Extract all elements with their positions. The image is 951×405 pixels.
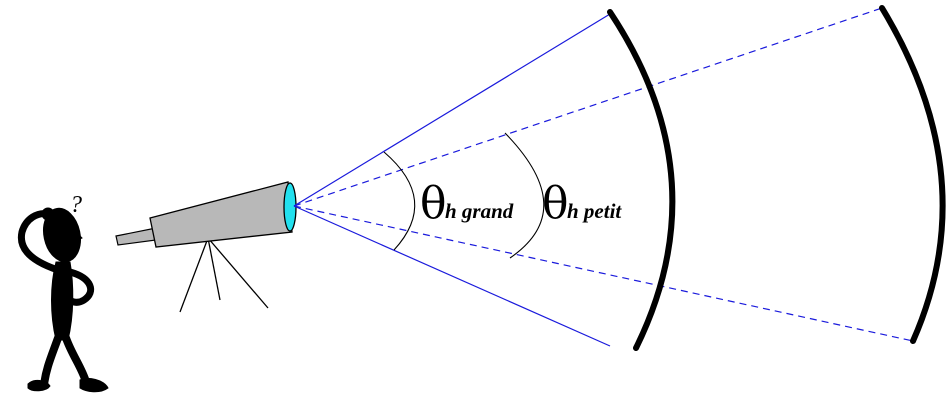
person-arm-raised [17, 210, 62, 274]
telescope-lens [283, 182, 297, 232]
telescope-icon [115, 181, 297, 313]
question-mark: ? [70, 192, 82, 218]
person-leg-left [40, 334, 62, 389]
svg-text:h petit: h petit [567, 199, 622, 223]
ray-grand-lower [293, 205, 611, 347]
ray-petit-lower [293, 205, 914, 342]
label-theta-h-petit: θ h petit [542, 178, 622, 229]
angle-arc-grand [383, 151, 416, 251]
person-leg-right [62, 334, 90, 386]
person-foot-right [79, 377, 109, 393]
person-foot-left [27, 379, 51, 392]
person-nose [75, 230, 83, 242]
tripod-leg-middle [207, 237, 221, 301]
person-arm-hip [66, 268, 95, 306]
person-hand-raised [41, 207, 55, 221]
svg-text:θ: θ [420, 178, 447, 229]
label-theta-h-grand: θ h grand [420, 178, 514, 229]
svg-text:h grand: h grand [445, 199, 514, 223]
angle-arc-petit [504, 132, 545, 259]
tripod-leg-left [179, 237, 209, 313]
ray-grand-upper [293, 13, 611, 207]
tripod-leg-right [207, 237, 269, 309]
arc-near-screen [607, 9, 676, 351]
svg-text:θ: θ [542, 178, 569, 229]
ray-petit-upper [293, 7, 883, 207]
person-head [43, 207, 81, 263]
arc-far-screen [879, 5, 946, 344]
telescope-eyepiece [115, 227, 157, 246]
telescope-tube [149, 181, 293, 248]
thinking-person-icon: ? [17, 192, 109, 393]
